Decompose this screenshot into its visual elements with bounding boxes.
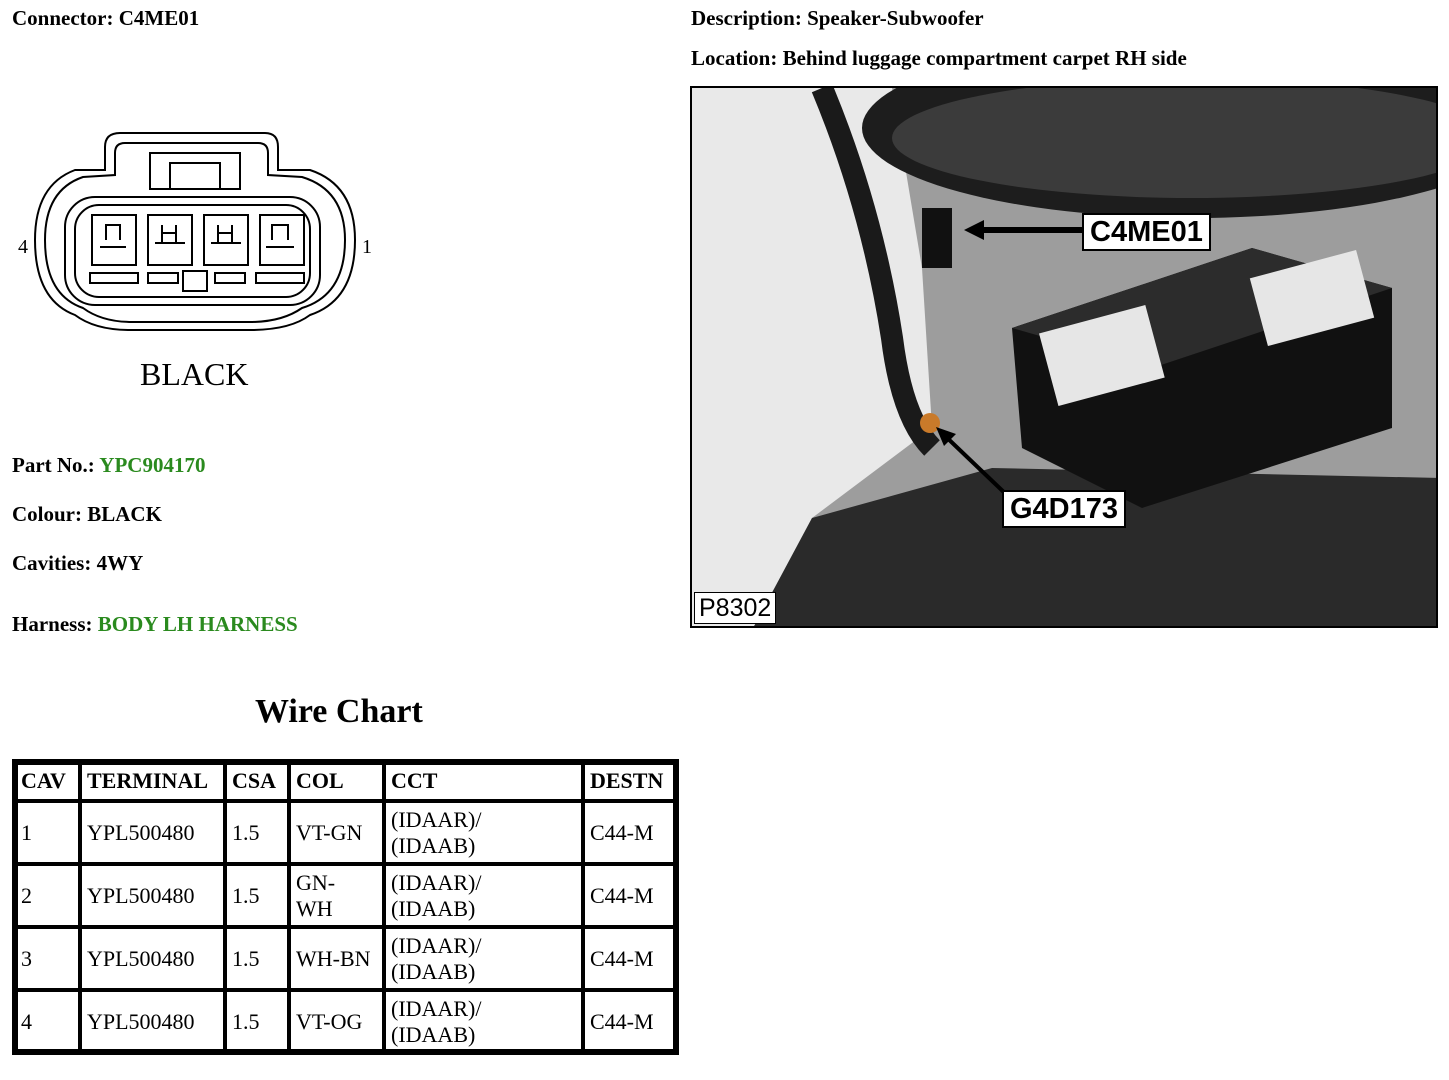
cell-cct: (IDAAR)/ (IDAAB) <box>384 927 583 990</box>
cell-csa: 1.5 <box>225 927 289 990</box>
connector-value: C4ME01 <box>118 6 200 30</box>
cct-line: (IDAAR)/ <box>391 932 482 958</box>
location-field: Location: Behind luggage compartment car… <box>691 46 1187 71</box>
cell-cct: (IDAAR)/ (IDAAB) <box>384 864 583 927</box>
cct-line: (IDAAR)/ <box>391 869 482 895</box>
part-no-label: Part No.: <box>12 453 95 477</box>
cell-csa: 1.5 <box>225 990 289 1053</box>
col-header-csa: CSA <box>225 761 289 801</box>
cell-col: VT-OG <box>289 990 384 1053</box>
cell-cav: 4 <box>14 990 80 1053</box>
cct-line: (IDAAB) <box>391 895 476 921</box>
cell-destn: C44-M <box>583 864 677 927</box>
photo-id-label: P8302 <box>694 592 777 624</box>
cell-cct: (IDAAR)/ (IDAAB) <box>384 990 583 1053</box>
connector-field: Connector: C4ME01 <box>12 6 199 31</box>
location-photo: C4ME01 G4D173 P8302 <box>690 86 1438 628</box>
wire-chart-title: Wire Chart <box>255 693 423 730</box>
cell-destn: C44-M <box>583 927 677 990</box>
callout-ground: G4D173 <box>1002 490 1127 528</box>
wire-chart-table: CAV TERMINAL CSA COL CCT DESTN 1 YPL5004… <box>12 759 679 1055</box>
description-label: Description: <box>691 6 802 30</box>
description-field: Description: Speaker-Subwoofer <box>691 6 984 31</box>
description-value: Speaker-Subwoofer <box>807 6 984 30</box>
photo-illustration <box>692 88 1436 626</box>
cct-line: (IDAAB) <box>391 958 476 984</box>
table-row: 2 YPL500480 1.5 GN- WH (IDAAR)/ (IDAAB) … <box>14 864 677 927</box>
cell-cav: 3 <box>14 927 80 990</box>
cell-csa: 1.5 <box>225 864 289 927</box>
col-line: GN- <box>296 869 336 895</box>
cell-col: VT-GN <box>289 801 384 864</box>
callout-connector: C4ME01 <box>1082 213 1211 251</box>
cell-destn: C44-M <box>583 990 677 1053</box>
part-no-field: Part No.: YPC904170 <box>12 453 205 478</box>
cell-destn: C44-M <box>583 801 677 864</box>
cct-line: (IDAAB) <box>391 832 476 858</box>
cct-line: (IDAAR)/ <box>391 806 482 832</box>
cavities-label: Cavities: <box>12 551 92 575</box>
col-header-destn: DESTN <box>583 761 677 801</box>
cell-cav: 1 <box>14 801 80 864</box>
table-row: 1 YPL500480 1.5 VT-GN (IDAAR)/ (IDAAB) C… <box>14 801 677 864</box>
colour-label: Colour: <box>12 502 82 526</box>
cell-terminal: YPL500480 <box>80 864 225 927</box>
harness-link[interactable]: BODY LH HARNESS <box>97 612 298 636</box>
cell-csa: 1.5 <box>225 801 289 864</box>
cct-line: (IDAAB) <box>391 1021 476 1047</box>
cell-terminal: YPL500480 <box>80 990 225 1053</box>
table-row: 4 YPL500480 1.5 VT-OG (IDAAR)/ (IDAAB) C… <box>14 990 677 1053</box>
col-header-col: COL <box>289 761 384 801</box>
harness-label: Harness: <box>12 612 93 636</box>
cell-col: WH-BN <box>289 927 384 990</box>
colour-value: BLACK <box>87 502 162 526</box>
colour-field: Colour: BLACK <box>12 502 162 527</box>
col-header-terminal: TERMINAL <box>80 761 225 801</box>
col-line: WH <box>296 895 333 921</box>
cell-col: GN- WH <box>289 864 384 927</box>
location-value: Behind luggage compartment carpet RH sid… <box>782 46 1187 70</box>
cell-terminal: YPL500480 <box>80 927 225 990</box>
harness-field: Harness: BODY LH HARNESS <box>12 612 298 637</box>
pin-1-label: 1 <box>362 236 372 258</box>
pin-4-label: 4 <box>18 236 28 258</box>
part-no-link[interactable]: YPC904170 <box>99 453 206 477</box>
cavities-value: 4WY <box>96 551 144 575</box>
cell-cct: (IDAAR)/ (IDAAB) <box>384 801 583 864</box>
col-header-cav: CAV <box>14 761 80 801</box>
cell-cav: 2 <box>14 864 80 927</box>
connector-face-diagram: 4 1 BLACK <box>18 132 372 392</box>
col-header-cct: CCT <box>384 761 583 801</box>
connector-color-text: BLACK <box>140 356 248 392</box>
location-label: Location: <box>691 46 778 70</box>
table-row: 3 YPL500480 1.5 WH-BN (IDAAR)/ (IDAAB) C… <box>14 927 677 990</box>
cct-line: (IDAAR)/ <box>391 995 482 1021</box>
cell-terminal: YPL500480 <box>80 801 225 864</box>
cavities-field: Cavities: 4WY <box>12 551 143 576</box>
connector-label: Connector: <box>12 6 114 30</box>
table-header-row: CAV TERMINAL CSA COL CCT DESTN <box>14 761 677 801</box>
